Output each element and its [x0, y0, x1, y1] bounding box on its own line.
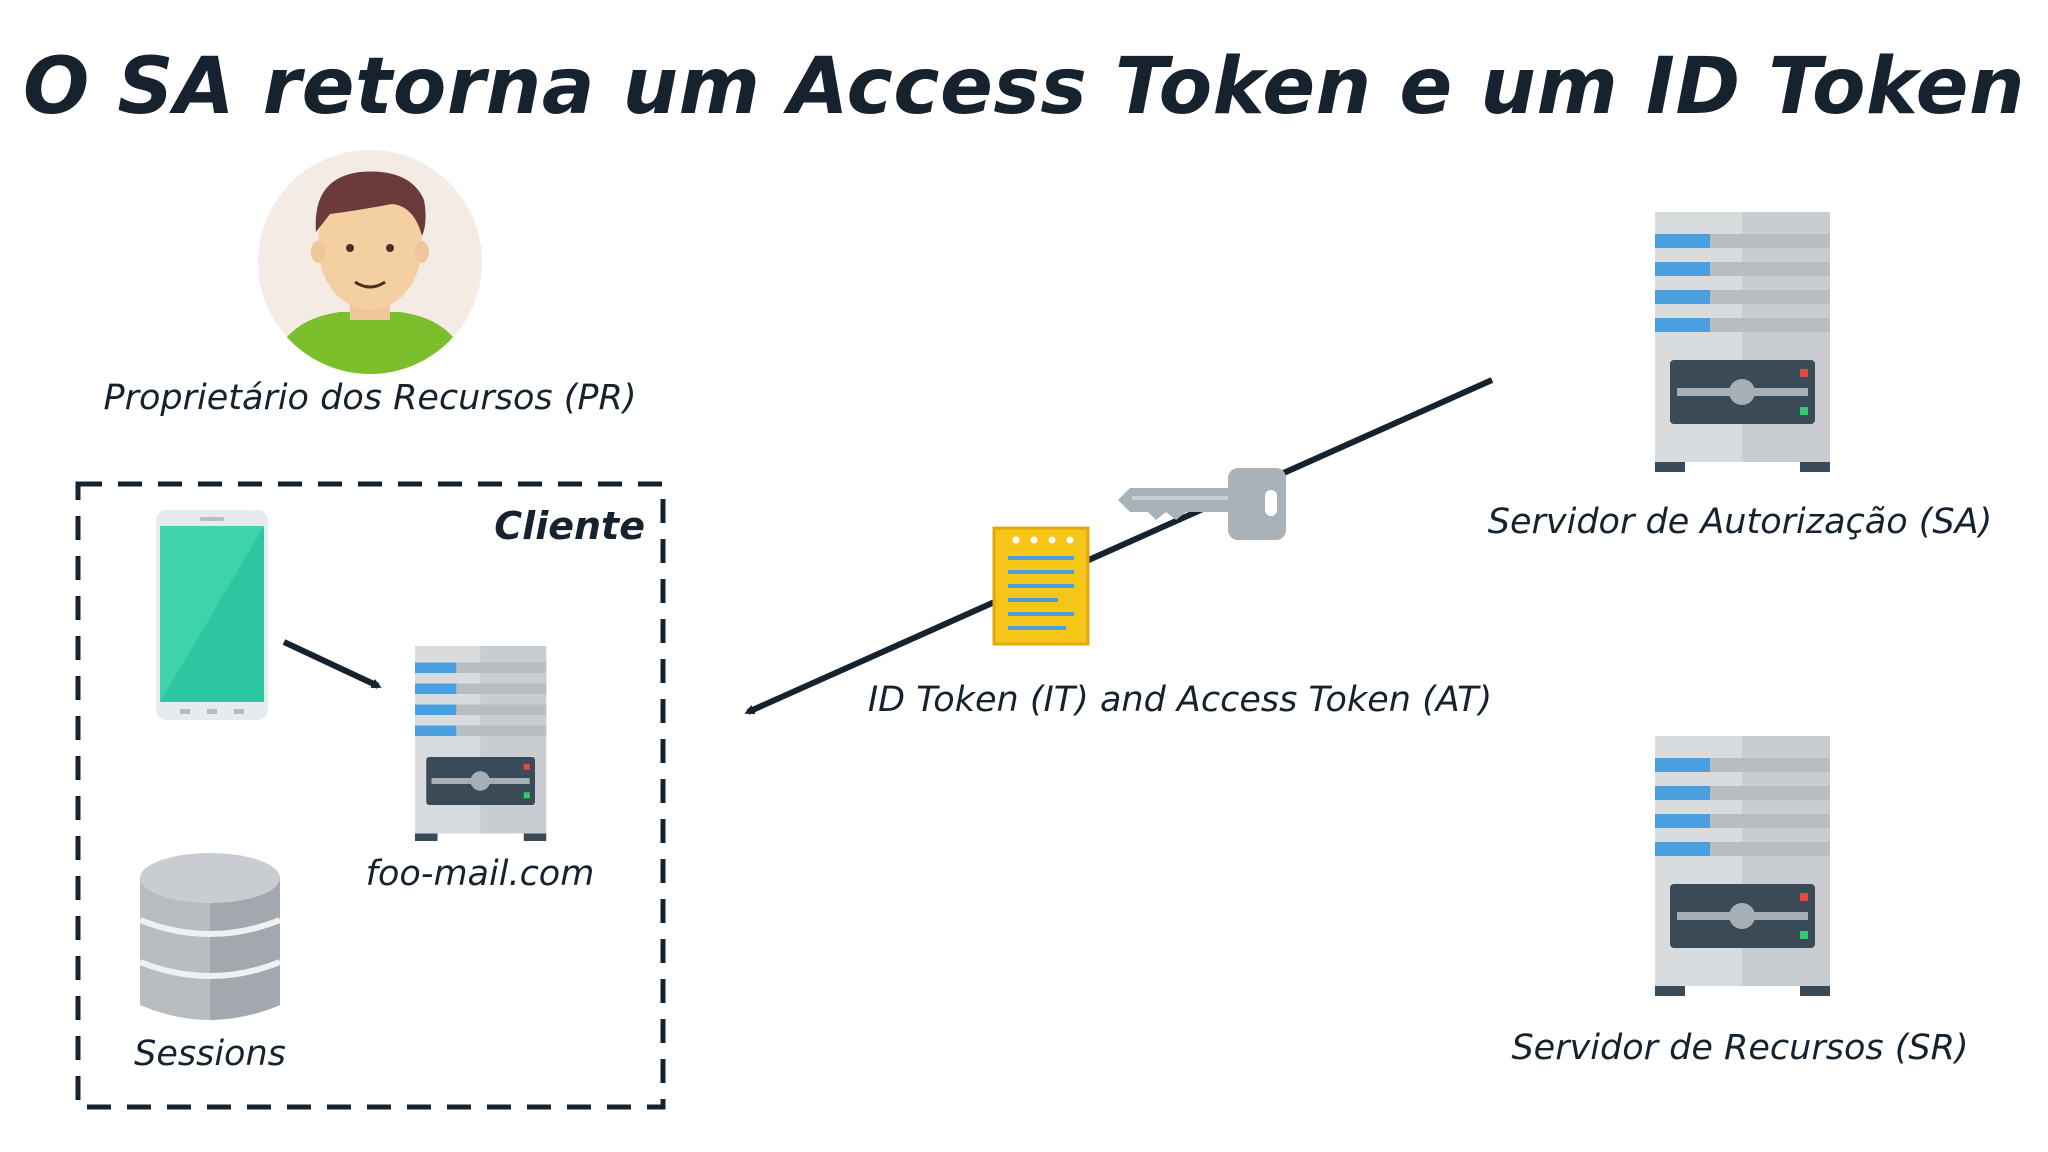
id-token-document-icon — [992, 526, 1090, 646]
client-server-label: foo-mail.com — [365, 854, 595, 894]
token-flow-label: ID Token (IT) and Access Token (AT) — [867, 680, 1493, 720]
token-flow-arrow — [744, 377, 1494, 715]
client-box — [75, 481, 666, 1110]
page-title: O SA retorna um Access Token e um ID Tok… — [22, 42, 2026, 132]
access-token-key-icon — [1118, 468, 1286, 540]
resource-owner-label: Proprietário dos Recursos (PR) — [103, 378, 637, 418]
smartphone-icon — [156, 510, 268, 720]
database-icon — [138, 853, 282, 1020]
client-label: Cliente — [494, 504, 645, 548]
resource-server-icon — [1655, 736, 1830, 996]
resource-server-label: Servidor de Recursos (SR) — [1511, 1028, 1969, 1068]
phone-to-server-arrow — [282, 639, 382, 689]
client-server-icon — [415, 646, 547, 841]
person-avatar-icon — [258, 150, 482, 374]
sessions-label: Sessions — [134, 1034, 286, 1074]
authorization-server-icon — [1655, 212, 1830, 472]
authorization-server-label: Servidor de Autorização (SA) — [1487, 502, 1993, 542]
